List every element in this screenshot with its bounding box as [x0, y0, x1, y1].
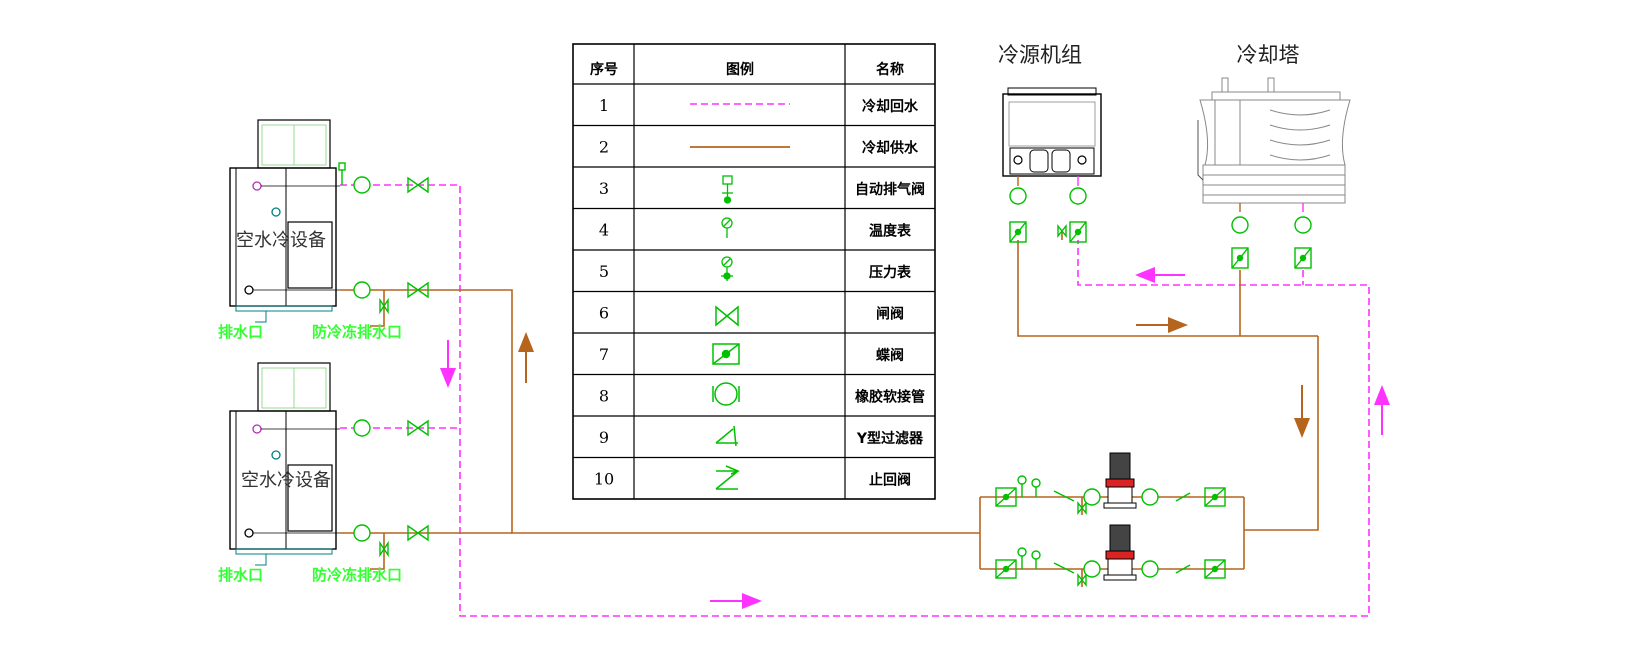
legend-row-number: 2 — [599, 137, 609, 156]
legend-table: 1 冷却回水 2 冷却供水 3 自动排气阀 4 温度表 5 压力表 6 闸阀 7 蝶阀 8 橡胶软接管 9 Y型过… — [572, 43, 936, 500]
chiller-title: 冷源机组 — [998, 43, 1082, 67]
rubber-joint-icon — [712, 382, 740, 406]
legend-row-name: 闸阀 — [876, 305, 904, 322]
cooling-tower — [1197, 77, 1351, 212]
thermometer-icon — [721, 217, 733, 238]
drain-label: 排水口 — [218, 323, 263, 341]
y-strainer-icon — [715, 425, 738, 447]
antifreeze-drain-label: 防冷冻排水口 — [312, 323, 402, 341]
flow-arrows — [440, 267, 1390, 609]
pump-branch — [995, 524, 1226, 587]
water-pump — [1103, 524, 1137, 581]
legend-header-name: 名称 — [876, 61, 904, 78]
legend-row-name: 蝶阀 — [876, 347, 904, 364]
water-pump — [1103, 452, 1137, 509]
chiller-pipe-components — [1009, 187, 1087, 243]
tower-pipe-components — [1231, 216, 1312, 269]
legend-row-number: 5 — [599, 262, 609, 281]
legend-row-number: 1 — [599, 96, 609, 115]
legend-row-name: 冷却供水 — [862, 139, 919, 156]
legend-row-name: 橡胶软接管 — [855, 388, 925, 405]
unit-pipe-components — [338, 162, 429, 558]
legend-row-name: 止回阀 — [869, 471, 911, 488]
legend-row-name: 自动排气阀 — [855, 181, 925, 198]
legend-row-name: Y型过滤器 — [856, 430, 924, 447]
cooling-tower-title: 冷却塔 — [1237, 43, 1300, 67]
legend-header-no: 序号 — [590, 61, 618, 78]
antifreeze-drain-label: 防冷冻排水口 — [312, 566, 402, 584]
pump-branch — [995, 452, 1226, 515]
legend-row-number: 9 — [599, 428, 609, 447]
legend-header-symbol: 图例 — [726, 61, 754, 78]
legend-row-number: 6 — [599, 303, 609, 322]
legend-row-number: 10 — [594, 469, 614, 488]
legend-row-name: 冷却回水 — [862, 98, 919, 115]
chiller-unit — [1002, 87, 1102, 186]
air-water-cooling-unit: 空水冷设备 — [229, 362, 340, 555]
air-water-cooling-unit: 空水冷设备 — [229, 119, 340, 312]
supply-piping — [340, 231, 1319, 587]
drain-label: 排水口 — [218, 566, 263, 584]
legend-row-name: 温度表 — [869, 222, 912, 239]
unit-label: 空水冷设备 — [236, 230, 326, 251]
butterfly-valve-icon — [712, 343, 740, 365]
legend-row-number: 3 — [599, 179, 609, 198]
legend-row-number: 4 — [599, 220, 609, 239]
legend-row-number: 7 — [599, 345, 609, 364]
unit-label: 空水冷设备 — [241, 470, 331, 491]
pump-group — [995, 452, 1226, 587]
pressure-gauge-icon — [721, 256, 733, 281]
legend-rows: 1 冷却回水 2 冷却供水 3 自动排气阀 4 温度表 5 压力表 6 闸阀 7 蝶阀 8 橡胶软接管 9 Y型过… — [573, 83, 935, 488]
gate-valve-icon — [715, 305, 739, 327]
drain-labels: 排水口 防冷冻排水口 排水口 防冷冻排水口 — [218, 311, 402, 584]
legend-row-number: 8 — [599, 386, 609, 405]
air-vent-valve-icon — [722, 175, 733, 204]
legend-row-name: 压力表 — [869, 264, 912, 281]
check-valve-icon — [715, 465, 740, 490]
legend-border — [572, 43, 936, 500]
